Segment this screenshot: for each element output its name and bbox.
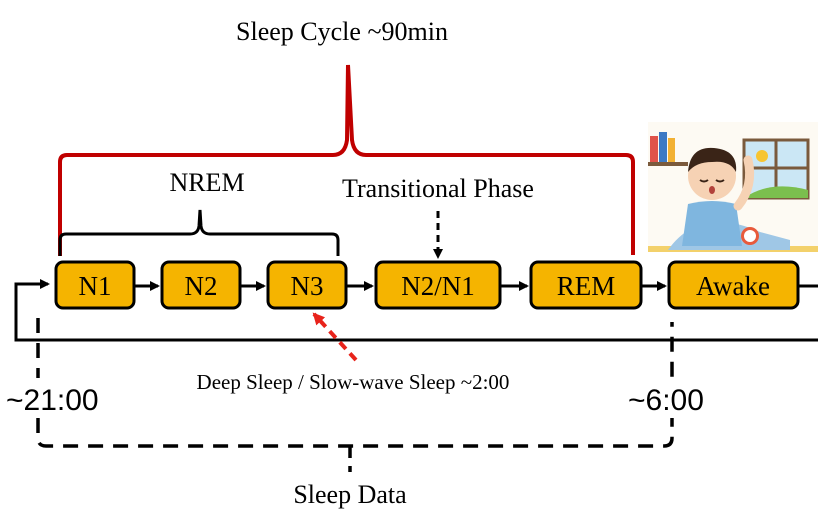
cycle-title: Sleep Cycle ~90min: [236, 17, 448, 46]
stage-n2n1: N2/N1: [374, 260, 502, 310]
stage-rem-label: REM: [557, 271, 616, 301]
stage-n3-label: N3: [291, 271, 324, 301]
end-time-bg: [624, 378, 716, 418]
deep-sleep-arrow: [312, 312, 358, 362]
stage-awake-label: Awake: [696, 271, 770, 301]
stage-awake: Awake: [667, 260, 800, 310]
transitional-phase-label: Transitional Phase: [342, 174, 534, 203]
loop-line: [14, 279, 818, 342]
stage-n2-label: N2: [185, 271, 218, 301]
end-time-label: ~6:00: [628, 384, 704, 417]
nrem-label: NREM: [169, 168, 244, 197]
stage-n1: N1: [54, 260, 136, 310]
stage-n2n1-label: N2/N1: [401, 271, 475, 301]
sleep-data-label: Sleep Data: [293, 480, 407, 509]
start-time-bg: [4, 378, 112, 418]
deep-sleep-label: Deep Sleep / Slow-wave Sleep ~2:00: [197, 370, 510, 394]
sleepy-child-waking-icon: [648, 122, 818, 252]
nrem-brace: [58, 209, 340, 256]
stage-n3: N3: [266, 260, 348, 310]
stage-n1-label: N1: [79, 271, 112, 301]
stage-rem: REM: [529, 260, 643, 310]
cycle-brace: [58, 64, 635, 256]
start-time-label: ~21:00: [6, 384, 99, 417]
stage-n2: N2: [160, 260, 242, 310]
sleep-data-bracket: [36, 318, 674, 448]
